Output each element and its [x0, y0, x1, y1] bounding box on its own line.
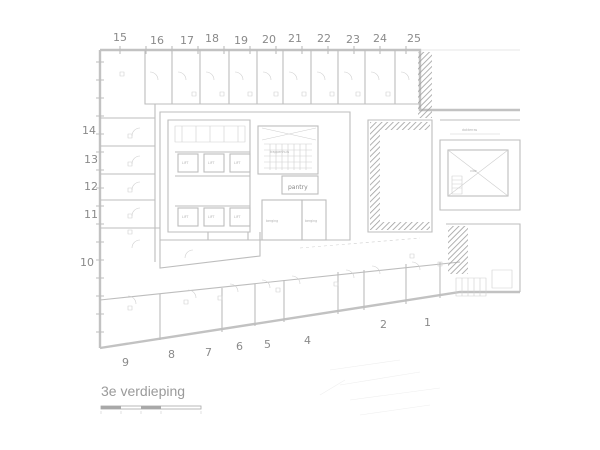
- pantry-label: pantry: [288, 184, 308, 191]
- stair-label: trappenhuis: [270, 150, 289, 154]
- room-number: 18: [205, 32, 219, 45]
- corridor-line: [299, 237, 421, 249]
- room-number: 16: [150, 34, 164, 47]
- column-grid-ticks: [96, 46, 407, 333]
- top-offices: [119, 50, 420, 105]
- room-number: 14: [82, 124, 96, 137]
- room-number: 17: [180, 34, 194, 47]
- room-number: 1: [424, 316, 431, 329]
- room-numbers-left: 14 13 12 11 10: [80, 124, 98, 269]
- central-core: LIFT LIFT LIFT LIFT LIFT LIFT trappenhui…: [159, 111, 351, 269]
- left-offices: [100, 104, 160, 262]
- room-number: 22: [317, 32, 331, 45]
- room-number: 2: [380, 318, 387, 331]
- room-number: 6: [236, 340, 243, 353]
- room-number: 9: [122, 356, 129, 369]
- building-outline: [98, 48, 520, 350]
- room-number: 7: [205, 346, 212, 359]
- lift-label-3: LIFT: [234, 161, 240, 165]
- room-number: 20: [262, 33, 276, 46]
- faint-marks: [319, 359, 441, 416]
- atrium-label: vide: [470, 169, 477, 173]
- room-number: 4: [304, 334, 311, 347]
- room-number: 10: [80, 256, 94, 269]
- scale-bar: [100, 405, 202, 414]
- east-top-label: dakterras: [462, 128, 478, 132]
- atrium-block: vide dakterras: [367, 52, 521, 297]
- lift-label-2: LIFT: [208, 161, 214, 165]
- room-number: 25: [407, 32, 421, 45]
- room-number: 8: [168, 348, 175, 361]
- room-number: 13: [84, 153, 98, 166]
- room-number: 21: [288, 32, 302, 45]
- room-number: 23: [346, 33, 360, 46]
- room-numbers-bottom: 9 8 7 6 5 4 2 1: [122, 316, 431, 369]
- lift-label-6: LIFT: [234, 215, 240, 219]
- room-number: 11: [84, 208, 98, 221]
- room-number: 19: [234, 34, 248, 47]
- room-number: 15: [113, 31, 127, 44]
- lift-label-1: LIFT: [182, 161, 188, 165]
- storage-label-1: berging: [266, 219, 278, 223]
- bottom-offices: [99, 253, 461, 340]
- room-number: 5: [264, 338, 271, 351]
- storage-label-2: berging: [305, 219, 317, 223]
- room-numbers-top: 15 16 17 18 19 20 21 22 23 24 25: [113, 31, 421, 47]
- floor-title: 3e verdieping: [101, 383, 185, 399]
- lift-shafts: [177, 153, 251, 227]
- lift-label-5: LIFT: [208, 215, 214, 219]
- stairwell: trappenhuis: [257, 125, 319, 175]
- lift-label-4: LIFT: [182, 215, 188, 219]
- room-number: 24: [373, 32, 387, 45]
- room-number: 12: [84, 180, 98, 193]
